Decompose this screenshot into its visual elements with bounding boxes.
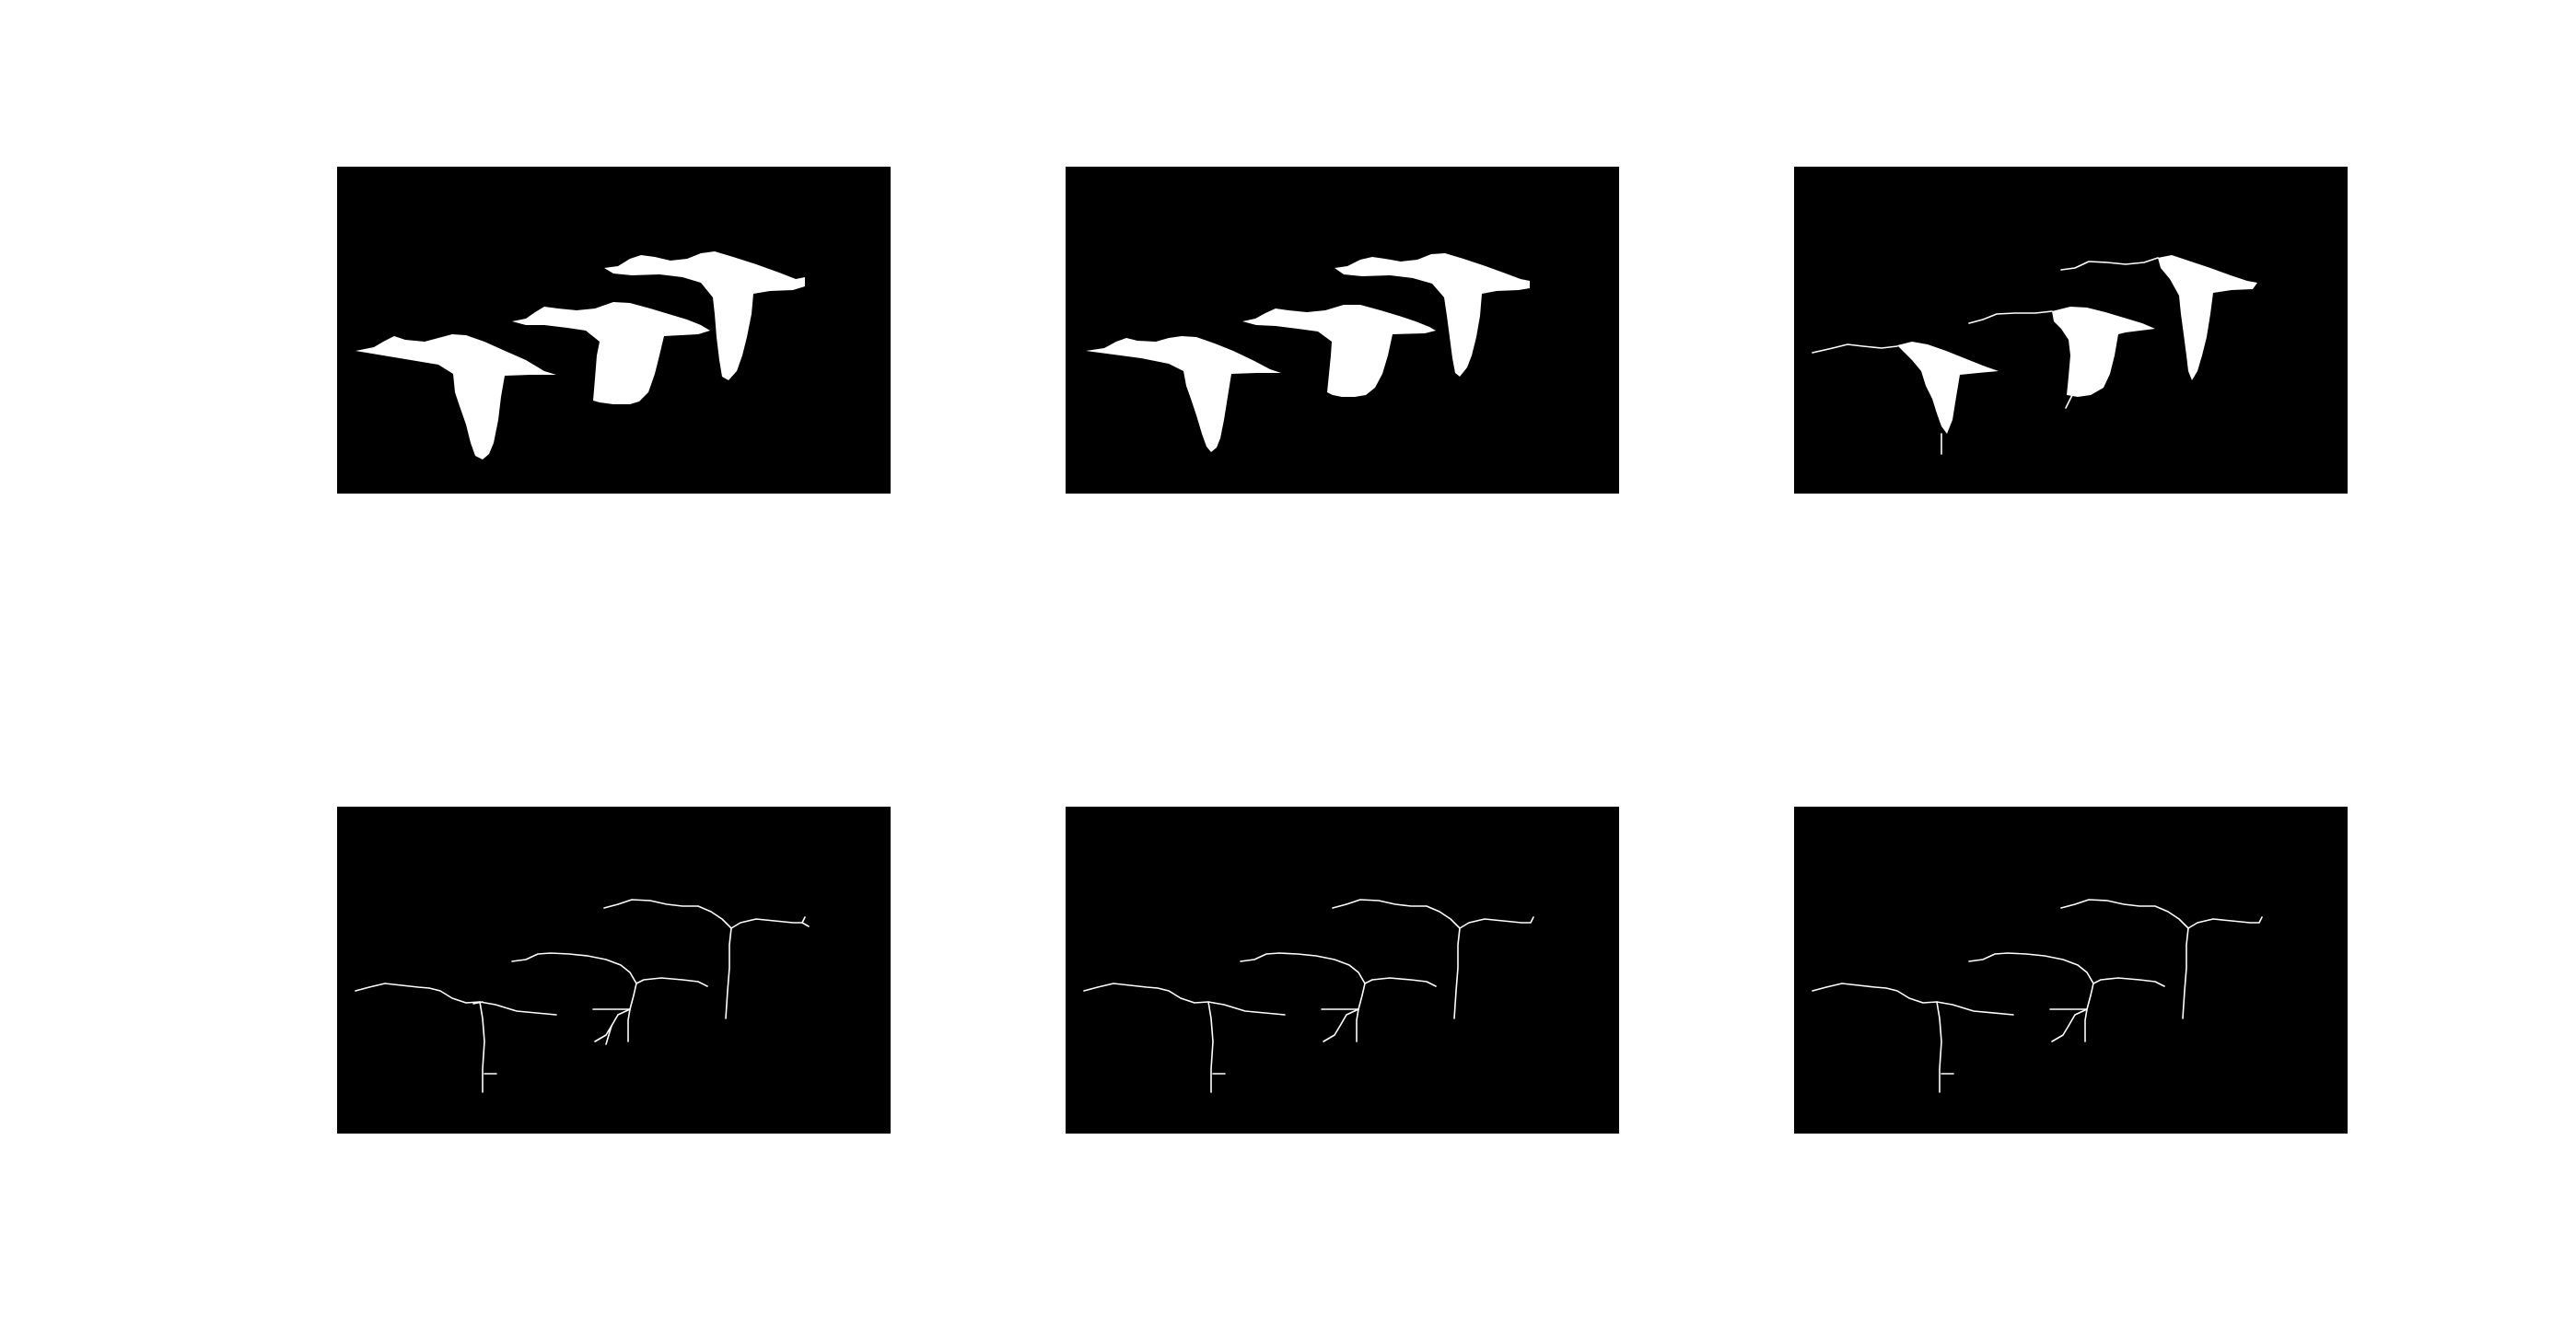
bird-middle-skeleton-body xyxy=(627,983,637,1042)
bird-right-skeleton-body xyxy=(725,927,732,1019)
bird-middle-silhouette xyxy=(2052,307,2155,397)
bird-silhouettes-thinned xyxy=(1812,255,2257,455)
bird-middle-skeleton-branch xyxy=(1323,1008,1359,1042)
bird-left-wing-line xyxy=(1812,343,1898,354)
bird-left-skeleton-body xyxy=(479,1001,485,1093)
bird-right-skeleton-body xyxy=(1453,927,1461,1019)
bird-right-silhouette xyxy=(604,251,805,380)
panel-skeleton-2 xyxy=(1066,807,1619,1134)
bird-left-skeleton-wing xyxy=(1083,983,1286,1016)
bird-middle-silhouette xyxy=(512,302,710,404)
bird-right-silhouette xyxy=(2158,255,2257,380)
bird-right-wing-line xyxy=(2060,257,2159,271)
bird-middle-skeleton-body xyxy=(1356,983,1366,1042)
bird-left-skeleton-body xyxy=(1936,1001,1942,1093)
bird-silhouettes-eroded xyxy=(1086,253,1530,452)
bird-left-skeleton-branch2 xyxy=(472,1001,484,1005)
bird-right-skeleton-wing xyxy=(2060,899,2263,929)
bird-left-skeleton-body xyxy=(1207,1001,1214,1093)
panel-skeleton-1 xyxy=(337,807,891,1134)
bird-middle-skeleton-wing xyxy=(511,952,708,987)
panel-mask-1 xyxy=(337,167,891,494)
bird-skeleton-set xyxy=(1812,899,2263,1093)
bird-left-silhouette xyxy=(1897,342,1999,434)
panel-mask-3 xyxy=(1794,167,2348,494)
bird-skeleton-set xyxy=(355,899,810,1093)
bird-right-skeleton-body xyxy=(2182,927,2189,1019)
bird-middle-wing-line xyxy=(1968,310,2053,324)
panel-mask-2 xyxy=(1066,167,1619,494)
bird-middle-feet-line xyxy=(2065,394,2073,409)
bird-right-skeleton-wing xyxy=(603,899,806,929)
bird-left-silhouette xyxy=(356,334,556,460)
bird-left-silhouette xyxy=(1086,336,1281,452)
bird-middle-skeleton-wing xyxy=(1240,952,1437,987)
bird-middle-skeleton-branch xyxy=(594,1008,631,1042)
bird-right-skeleton-wing xyxy=(1332,899,1534,929)
bird-left-skeleton-wing xyxy=(355,983,557,1016)
bird-right-silhouette xyxy=(1335,253,1530,377)
bird-left-skeleton-wing xyxy=(1812,983,2014,1016)
bird-skeleton-set xyxy=(1083,899,1534,1093)
bird-middle-silhouette xyxy=(1242,305,1436,397)
bird-silhouettes-full xyxy=(356,251,805,460)
bird-middle-skeleton-body xyxy=(2084,983,2094,1042)
bird-right-skeleton-tip xyxy=(801,922,810,927)
bird-middle-skeleton-branch xyxy=(2051,1008,2088,1042)
bird-middle-skeleton-branch2 xyxy=(605,1025,612,1045)
panel-skeleton-3 xyxy=(1794,807,2348,1134)
bird-middle-skeleton-wing xyxy=(1968,952,2165,987)
